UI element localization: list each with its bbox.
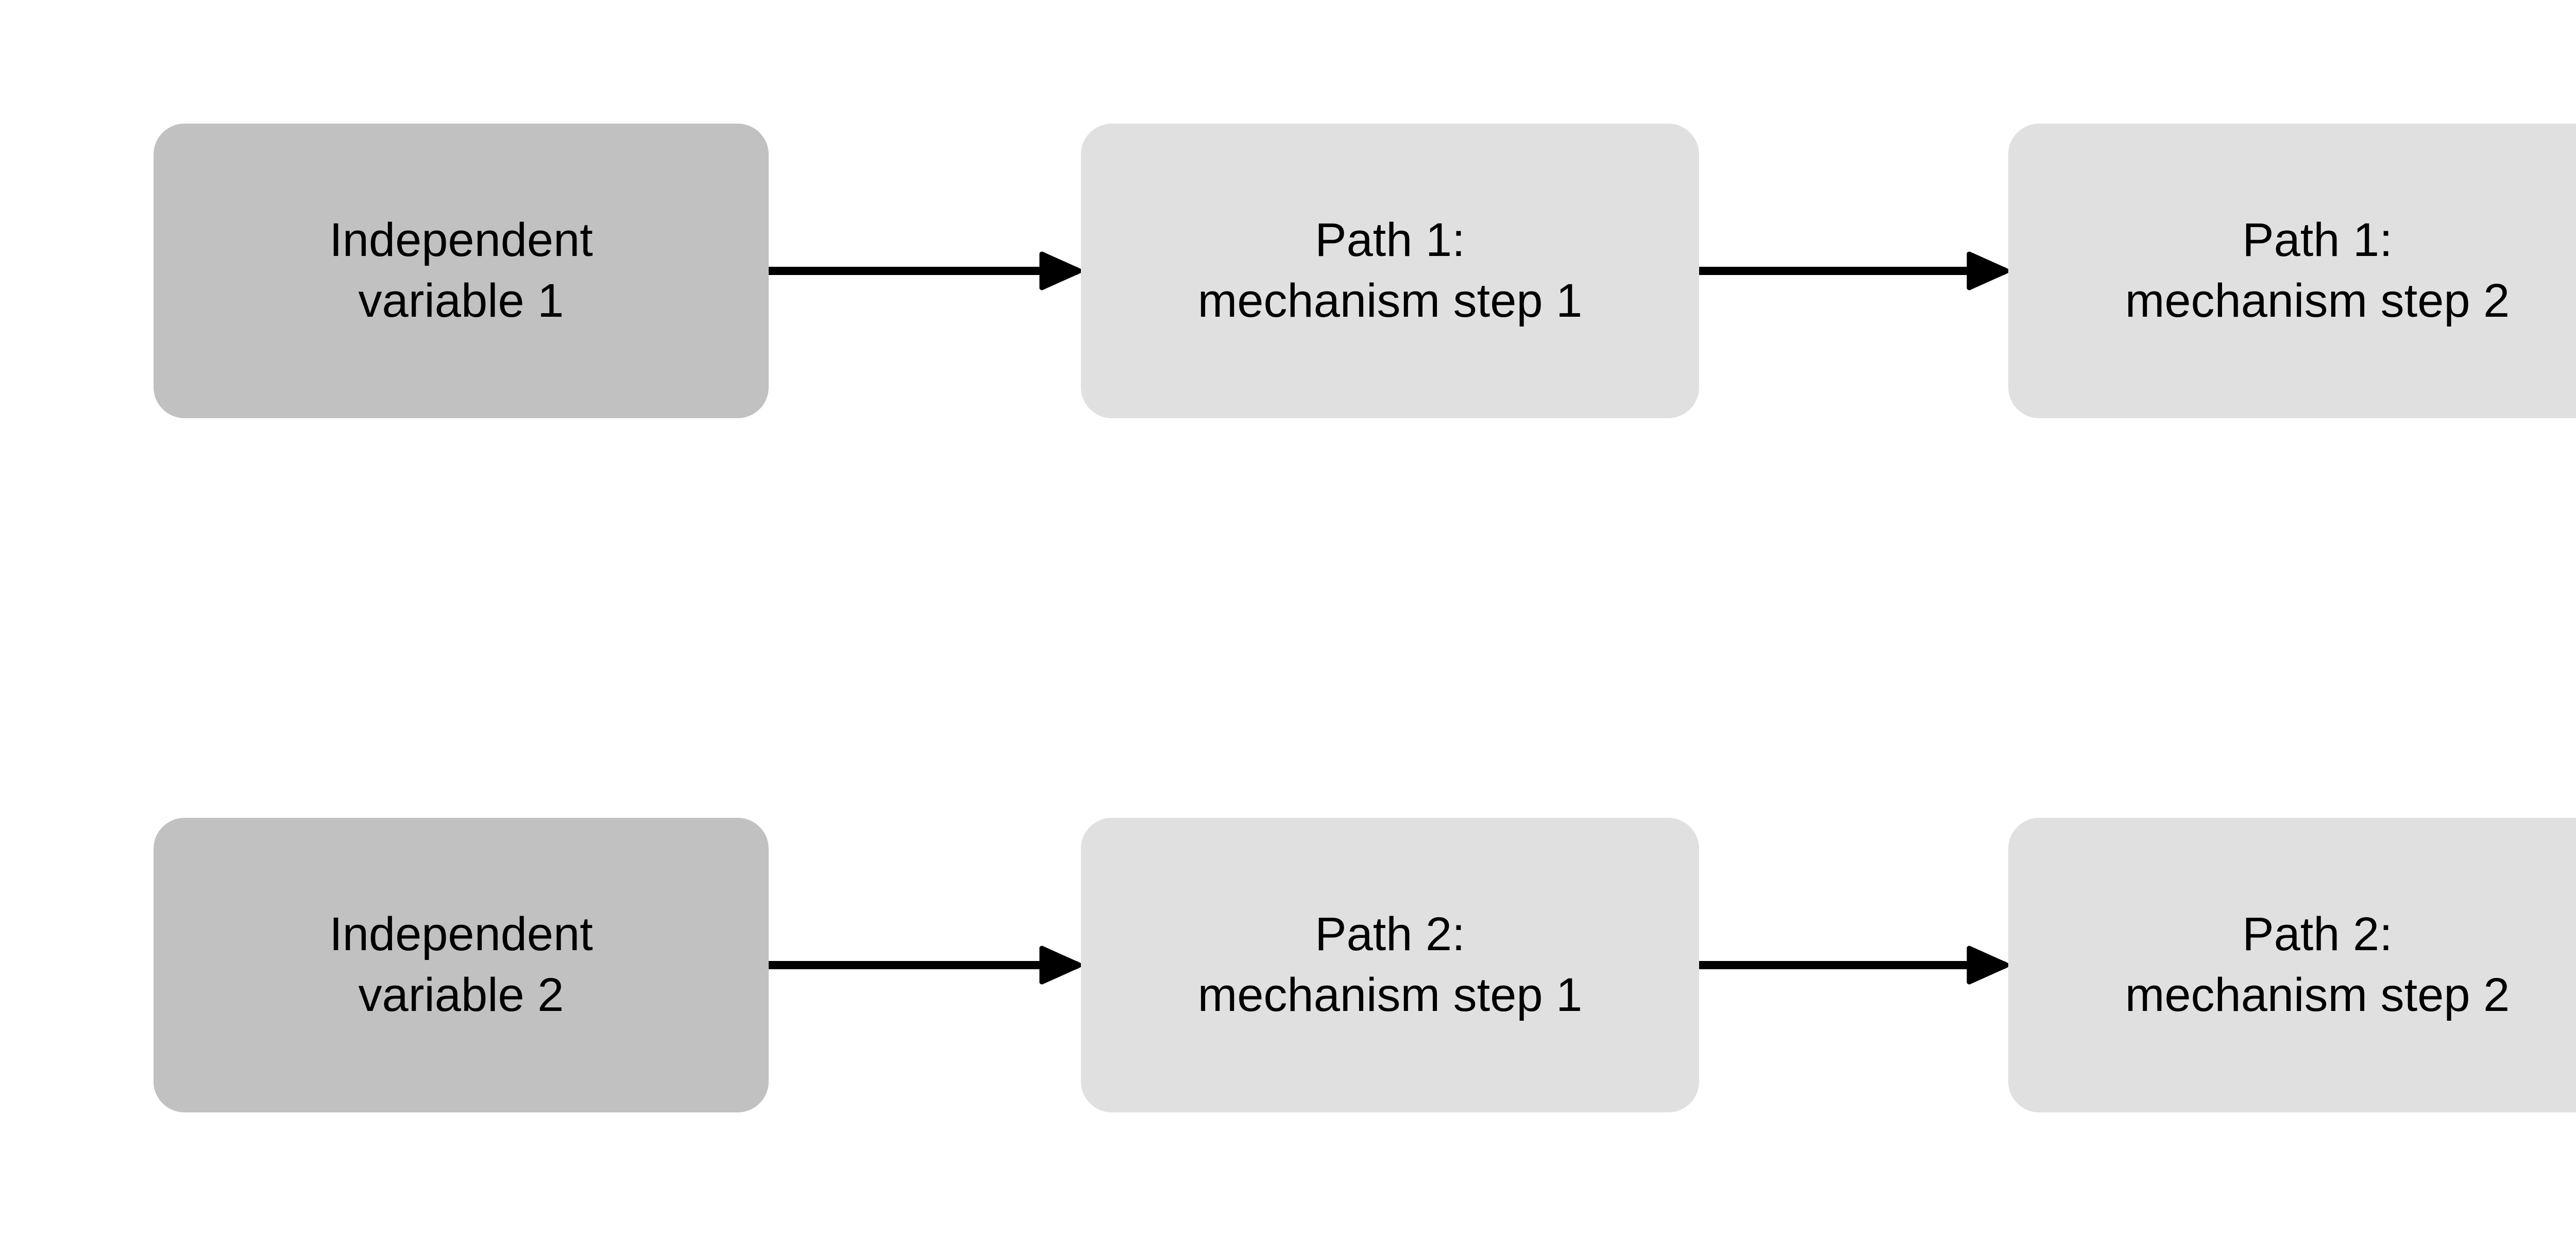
- node-label-line: mechanism step 2: [2125, 969, 2510, 1021]
- node-label-line: Independent: [329, 908, 593, 961]
- node-path2-mechanism-step-2: Path 2: mechanism step 2: [2008, 818, 2576, 1112]
- node-label-line: variable 2: [358, 969, 564, 1021]
- node-independent-variable-2: Independent variable 2: [154, 818, 769, 1112]
- node-label-line: Path 2:: [1315, 908, 1465, 961]
- node-label-line: variable 1: [358, 274, 564, 327]
- node-label-line: mechanism step 2: [2125, 274, 2510, 327]
- node-label-line: mechanism step 1: [1197, 274, 1583, 327]
- node-label-line: Independent: [329, 214, 593, 267]
- node-label-line: Path 1:: [1315, 214, 1465, 267]
- node-path2-mechanism-step-1: Path 2: mechanism step 1: [1081, 818, 1699, 1112]
- node-path1-mechanism-step-2: Path 1: mechanism step 2: [2008, 124, 2576, 418]
- node-independent-variable-1: Independent variable 1: [154, 124, 769, 418]
- node-label-line: mechanism step 1: [1197, 969, 1583, 1021]
- node-label-line: Path 2:: [2242, 908, 2393, 961]
- node-label-line: Path 1:: [2242, 214, 2393, 267]
- node-path1-mechanism-step-1: Path 1: mechanism step 1: [1081, 124, 1699, 418]
